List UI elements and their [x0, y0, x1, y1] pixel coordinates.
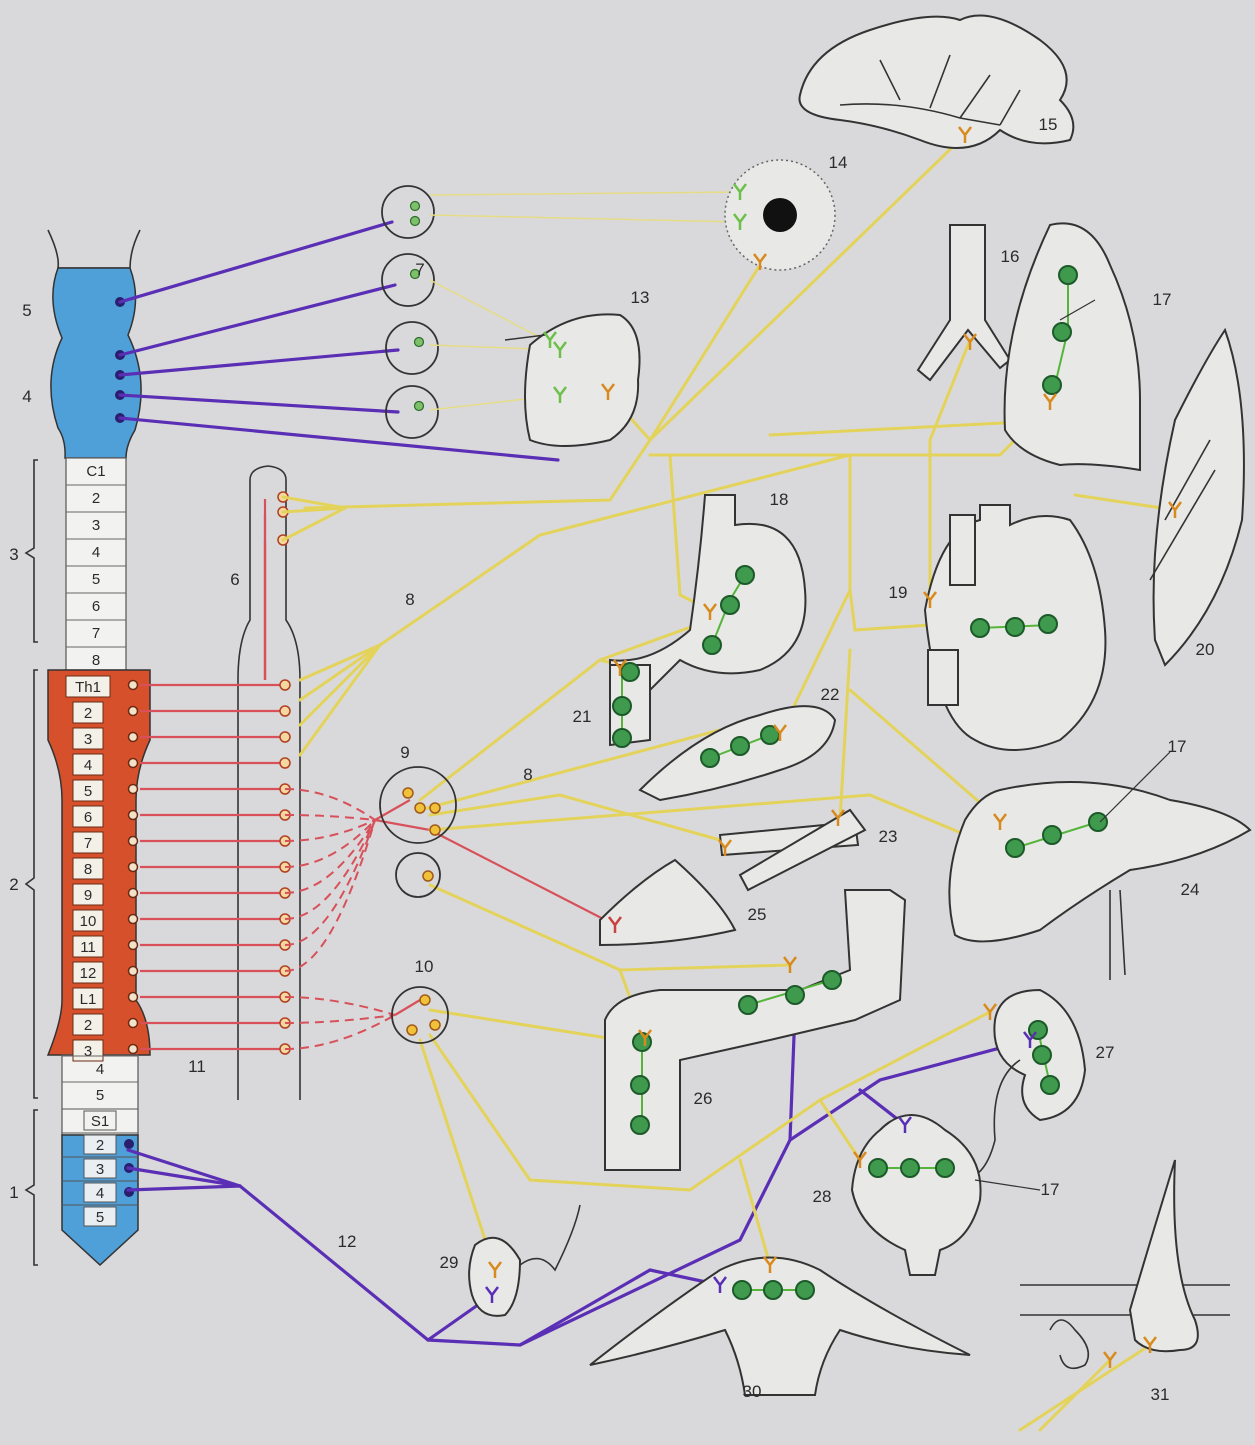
- callout-number: 9: [400, 743, 409, 762]
- sympathetic-trunk: [238, 466, 300, 1100]
- cervical-segment-label: 7: [92, 625, 100, 642]
- brainstem-region: [51, 268, 141, 458]
- sacral-segment-label: S1: [91, 1113, 109, 1130]
- region-number-3: 3: [9, 545, 18, 564]
- callout-number: 30: [743, 1382, 762, 1401]
- cervical-segment-label: 3: [92, 517, 100, 534]
- callout-number: 20: [1196, 640, 1215, 659]
- thoracolumbar-segment-label: 10: [80, 913, 97, 930]
- sacral-segment-label: 3: [96, 1161, 104, 1178]
- callout-number: 16: [1001, 247, 1020, 266]
- thoracolumbar-segment-label: 7: [84, 835, 92, 852]
- callout-number: 6: [230, 570, 239, 589]
- thoracolumbar-segment-label: L1: [80, 991, 97, 1008]
- cervical-segment-label: 2: [92, 490, 100, 507]
- callout-number: 21: [573, 707, 592, 726]
- callout-number: 19: [889, 583, 908, 602]
- callout-number: 8: [523, 765, 532, 784]
- thoracolumbar-segment-label: 2: [84, 705, 92, 722]
- cervical-segment-label: C1: [86, 463, 105, 480]
- callout-number: 23: [879, 827, 898, 846]
- thoracolumbar-segment-label: 6: [84, 809, 92, 826]
- celiac-ganglion: [380, 767, 456, 897]
- callout-number: 28: [813, 1187, 832, 1206]
- callout-number: 17: [1168, 737, 1187, 756]
- callout-number: 22: [821, 685, 840, 704]
- callout-number: 25: [748, 905, 767, 924]
- callout-number: 24: [1181, 880, 1200, 899]
- callout-number: 31: [1151, 1385, 1170, 1404]
- thoracolumbar-segment-label: 9: [84, 887, 92, 904]
- thoracolumbar-segment-label: 5: [84, 783, 92, 800]
- callout-number: 10: [415, 957, 434, 976]
- callout-number: 7: [415, 260, 424, 279]
- brain-organ: [800, 16, 1074, 149]
- sympathetic-preganglionic-fibers: [140, 492, 430, 1054]
- cervical-segment-label: 6: [92, 598, 100, 615]
- thoracolumbar-segment-label: 4: [84, 757, 92, 774]
- callout-number: 18: [770, 490, 789, 509]
- testis-organ: [469, 1205, 580, 1316]
- salivary-gland-organ: [505, 314, 640, 446]
- thoracolumbar-segment-label: 11: [80, 939, 96, 956]
- bladder-organ: [852, 1115, 981, 1275]
- mesenteric-ganglion: [392, 987, 448, 1043]
- eye-organ: [725, 160, 835, 270]
- thoracolumbar-segment-label: Th1: [75, 679, 101, 696]
- region-brackets: 5 4 3 2 1: [9, 301, 38, 1265]
- cervical-segment-label: 5: [92, 571, 100, 588]
- callout-number: 26: [694, 1089, 713, 1108]
- lumbar-segment-label: 5: [96, 1087, 104, 1104]
- callout-number: 11: [188, 1057, 206, 1076]
- region-number-1: 1: [9, 1183, 18, 1202]
- callout-number: 17: [1041, 1180, 1060, 1199]
- liver-organ: [949, 782, 1250, 980]
- sacral-segment-label: 5: [96, 1209, 104, 1226]
- callout-number: 8: [405, 590, 414, 609]
- thoracolumbar-segment-label: 3: [84, 731, 92, 748]
- callout-number: 15: [1039, 115, 1058, 134]
- lung-organ: [1005, 223, 1140, 470]
- thoracolumbar-segment-label: 2: [84, 1017, 92, 1034]
- uterus-organ: [590, 1258, 970, 1396]
- lumbar-segment-label: 4: [96, 1061, 104, 1078]
- adrenal-fiber: [430, 830, 615, 925]
- thoracolumbar-segment-label: 12: [80, 965, 97, 982]
- cervical-segment-label: 8: [92, 652, 100, 669]
- callout-number: 13: [631, 288, 650, 307]
- blood-vessel-organ: [720, 810, 865, 890]
- callout-number: 17: [1153, 290, 1172, 309]
- skeletal-muscle-organ: [1150, 330, 1244, 665]
- thoracolumbar-segment-label: 8: [84, 861, 92, 878]
- thoracolumbar-segment-label: 3: [84, 1043, 92, 1060]
- callout-number: 12: [338, 1232, 357, 1251]
- sacral-segment-label: 4: [96, 1185, 104, 1202]
- callout-number: 14: [829, 153, 848, 172]
- region-number-4: 4: [22, 387, 31, 406]
- callout-number: 27: [1096, 1043, 1115, 1062]
- region-number-2: 2: [9, 875, 18, 894]
- adrenal-gland-organ: [600, 860, 735, 945]
- sacral-segment-label: 2: [96, 1137, 104, 1154]
- region-number-5: 5: [22, 301, 31, 320]
- callout-number: 29: [440, 1253, 459, 1272]
- cervical-segment-label: 4: [92, 544, 100, 561]
